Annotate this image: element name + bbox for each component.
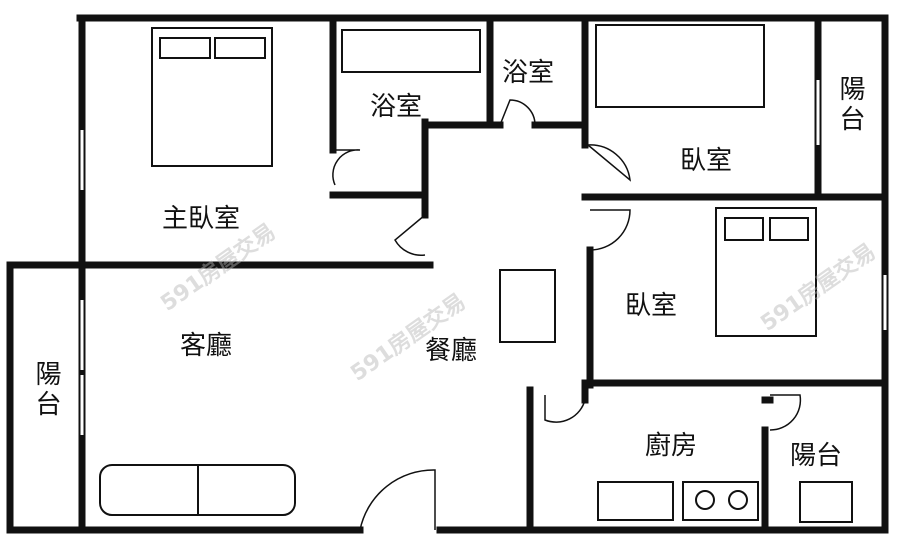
room-label-bath-2: 浴室 [502, 58, 555, 88]
bed-1 [595, 24, 765, 108]
room-label-dining-room: 餐廳 [425, 336, 478, 366]
room-label-bedroom-2: 臥室 [625, 291, 678, 321]
room-label-master-bedroom: 主臥室 [162, 204, 241, 234]
windows [80, 80, 887, 435]
room-label-balcony-left: 陽台 [31, 360, 61, 420]
room-label-living-room: 客廳 [180, 331, 233, 361]
room-label-bedroom-1: 臥室 [680, 146, 733, 176]
washing-machine [799, 481, 853, 523]
sink [597, 481, 674, 521]
room-label-kitchen: 廚房 [645, 431, 698, 461]
dining-table [499, 269, 556, 343]
bathtub [341, 29, 481, 73]
room-label-bath-1: 浴室 [370, 92, 423, 122]
room-label-balcony-kitchen: 陽台 [790, 441, 843, 471]
walls [6, 14, 889, 534]
doors [332, 99, 802, 531]
room-label-balcony-top: 陽台 [835, 75, 865, 135]
furniture [99, 24, 853, 523]
